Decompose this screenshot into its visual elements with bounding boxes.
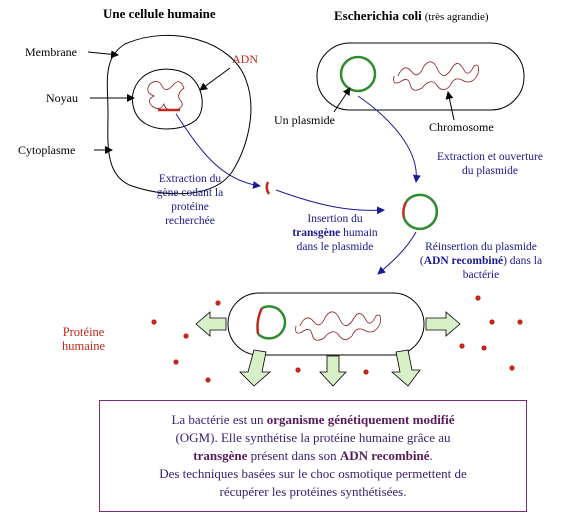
- protein-dot: [475, 295, 481, 301]
- arrow-extraction-plasmide: [357, 95, 421, 183]
- step-insertion: Insertion du transgène humain dans le pl…: [280, 212, 390, 254]
- secretion-arrow-down-1: [239, 349, 272, 387]
- nucleus: [131, 68, 203, 130]
- arrow-reinsertion: [377, 231, 417, 275]
- info-line3-mid: présent dans son: [247, 448, 340, 463]
- extracted-gene: [265, 181, 271, 195]
- step-reinsertion-bold: ADN recombiné: [423, 255, 504, 267]
- protein-dot: [183, 333, 189, 339]
- step-reinsertion-line1: Réinsertion du plasmide: [425, 241, 537, 253]
- protein-dot: [295, 367, 301, 373]
- secretion-arrow-right: [425, 311, 461, 337]
- step-reinsertion-close: ) dans la: [503, 255, 543, 267]
- step-extraction-gene-line1: Extraction du: [158, 173, 222, 185]
- label-cytoplasme: Cytoplasme: [18, 143, 76, 157]
- protein-dots: [151, 295, 523, 383]
- ecoli-chromosome: [393, 61, 479, 91]
- info-transgene-term: transgène: [193, 448, 248, 463]
- protein-dot: [205, 377, 211, 383]
- info-line4: Des techniques basées sur le choc osmoti…: [159, 466, 467, 481]
- step-extraction-plasmide: Extraction et ouverture du plasmide: [420, 150, 560, 178]
- step-reinsertion-open: (: [419, 255, 424, 267]
- human-cell-membrane: [106, 34, 252, 195]
- step-extraction-gene-line2: gène codant la: [156, 187, 224, 199]
- nucleus-chromatin: [147, 81, 185, 111]
- step-extraction-gene-line4: recherchée: [165, 215, 215, 227]
- secretion-arrow-down-2: [319, 355, 347, 387]
- step-extraction-plasmide-line2: du plasmide: [462, 165, 518, 177]
- step-reinsertion: Réinsertion du plasmide (ADN recombiné) …: [406, 240, 556, 282]
- recombinant-plasmid: [402, 193, 439, 231]
- secretion-arrow-left: [195, 311, 227, 337]
- label-membrane: Membrane: [25, 45, 77, 59]
- step-insertion-rest: humain: [340, 227, 378, 239]
- step-insertion-line2: transgène humain: [280, 226, 390, 240]
- title-ecoli-note: (très agrandie): [424, 11, 489, 23]
- title-ecoli: Escherichia coli (très agrandie): [334, 9, 489, 24]
- membrane-pointer: [87, 50, 119, 59]
- protein-dot: [481, 345, 487, 351]
- secretion-arrow-down-3: [390, 349, 421, 387]
- label-proteine-line2: humaine: [62, 339, 106, 353]
- info-line3-end: .: [429, 448, 433, 463]
- title-ecoli-name: Escherichia coli: [334, 8, 422, 23]
- protein-dot: [509, 365, 515, 371]
- info-box: La bactérie est un organisme génétiqueme…: [99, 400, 527, 512]
- arrow-extraction-gene: [175, 113, 261, 189]
- info-line3: transgène présent dans son ADN recombiné…: [100, 447, 526, 465]
- title-human-cell: Une cellule humaine: [103, 6, 216, 21]
- step-insertion-bold: transgène: [292, 227, 341, 239]
- info-line2: (OGM). Elle synthétise la protéine humai…: [175, 430, 451, 445]
- protein-dot: [215, 300, 221, 306]
- step-extraction-gene-line3: protéine: [171, 201, 209, 213]
- protein-dot: [173, 359, 179, 365]
- arrow-insertion: [275, 189, 385, 215]
- info-adn-term: ADN recombiné: [339, 448, 430, 463]
- step-insertion-line3: dans le plasmide: [296, 241, 374, 253]
- label-proteine-humaine: Protéine humaine: [62, 325, 105, 353]
- step-extraction-plasmide-line1: Extraction et ouverture: [436, 151, 543, 163]
- step-extraction-gene: Extraction du gène codant la protéine re…: [142, 172, 238, 228]
- label-noyau: Noyau: [46, 91, 78, 105]
- gmo-plasmid-insert: [256, 307, 264, 335]
- label-proteine-line1: Protéine: [62, 325, 105, 339]
- chromosome-pointer: [445, 91, 455, 121]
- ecoli-bacterium: [316, 42, 525, 111]
- label-chromosome: Chromosome: [429, 120, 494, 134]
- info-line1-pre: La bactérie est un: [171, 412, 267, 427]
- protein-dot: [151, 319, 157, 325]
- ecoli-plasmid: [339, 55, 377, 93]
- info-line1: La bactérie est un organisme génétiqueme…: [100, 411, 526, 429]
- step-insertion-line1: Insertion du: [307, 213, 363, 225]
- info-ogm-term: organisme génétiquement modifié: [266, 412, 455, 427]
- gmo-plasmid: [257, 305, 287, 340]
- label-adn: ADN: [232, 52, 258, 66]
- protein-dot: [363, 369, 369, 375]
- plasmide-pointer: [333, 87, 351, 113]
- info-line5: récupérer les protéines synthétisées.: [219, 484, 407, 499]
- adn-pointer: [199, 67, 231, 91]
- step-reinsertion-line3: bactérie: [462, 269, 500, 281]
- protein-dot: [517, 319, 523, 325]
- gmo-chromosome: [295, 311, 381, 341]
- recombinant-plasmid-insert: [402, 201, 408, 219]
- protein-dot: [459, 343, 465, 349]
- step-reinsertion-line2: (ADN recombiné) dans la: [406, 254, 556, 268]
- label-plasmide: Un plasmide: [274, 113, 335, 127]
- protein-dot: [489, 319, 495, 325]
